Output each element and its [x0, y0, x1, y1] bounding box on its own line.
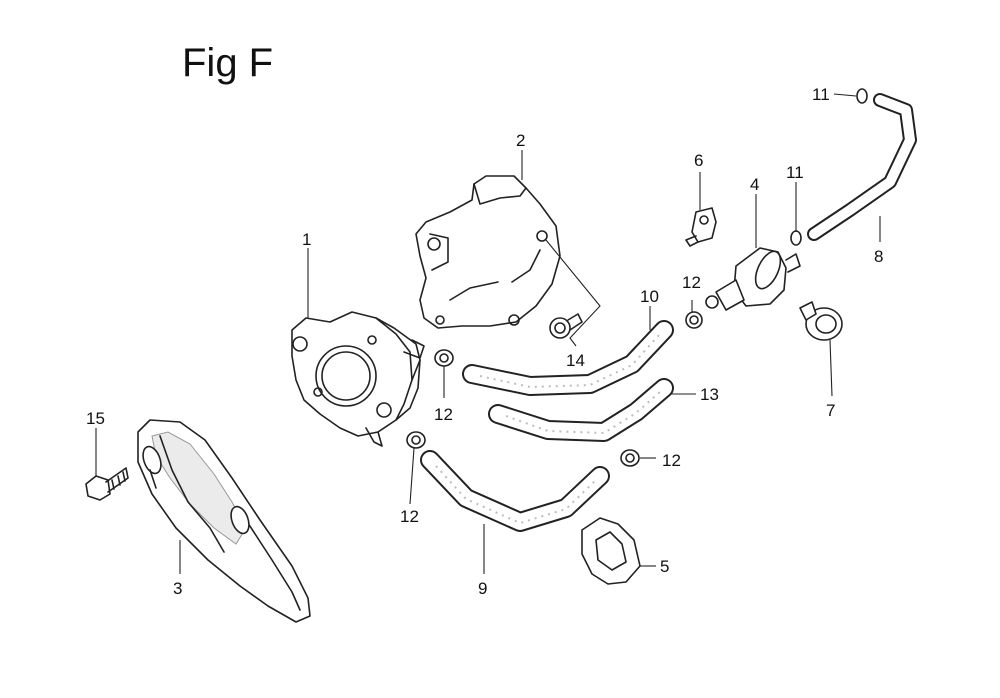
callout-12-c: 12 [682, 273, 701, 292]
callout-13: 13 [700, 385, 719, 404]
part-11-clip-b [790, 230, 802, 246]
part-12-clip-d [620, 449, 640, 467]
part-11-clip-a [856, 88, 868, 104]
part-15-bolt [85, 467, 129, 501]
part-12-clip-c [685, 311, 703, 329]
part-9-hose [420, 450, 610, 532]
callout-6: 6 [694, 151, 703, 170]
callout-2: 2 [516, 131, 525, 150]
callout-12-a: 12 [434, 405, 453, 424]
callout-14: 14 [566, 351, 585, 370]
part-12-clip-b [406, 431, 426, 449]
callout-3: 3 [173, 579, 182, 598]
callout-7: 7 [826, 401, 835, 420]
part-7-clamp [799, 301, 843, 341]
part-14-bolt [549, 313, 583, 339]
part-4-filter [705, 247, 801, 311]
part-10-hose [462, 320, 674, 396]
callout-9: 9 [478, 579, 487, 598]
part-8-hose [807, 93, 917, 241]
callout-12-b: 12 [400, 507, 419, 526]
part-2-cover [415, 175, 561, 329]
callout-11-top: 11 [812, 85, 830, 104]
part-13-hose [488, 378, 674, 442]
callout-11-mid: 11 [786, 163, 804, 182]
callout-5: 5 [660, 557, 669, 576]
part-6-clamp [685, 207, 717, 247]
callout-15: 15 [86, 409, 105, 428]
part-1-insulator [291, 311, 425, 447]
part-3-bracket [137, 419, 311, 623]
part-12-clip-a [434, 349, 454, 367]
part-5-grommet [581, 517, 641, 585]
figure-title: Fig F [182, 41, 273, 85]
callout-10: 10 [640, 287, 659, 306]
callout-12-d: 12 [662, 451, 681, 470]
leader-lines [95, 93, 881, 574]
callout-8: 8 [874, 247, 883, 266]
callout-4: 4 [750, 175, 759, 194]
callout-1: 1 [302, 230, 311, 249]
